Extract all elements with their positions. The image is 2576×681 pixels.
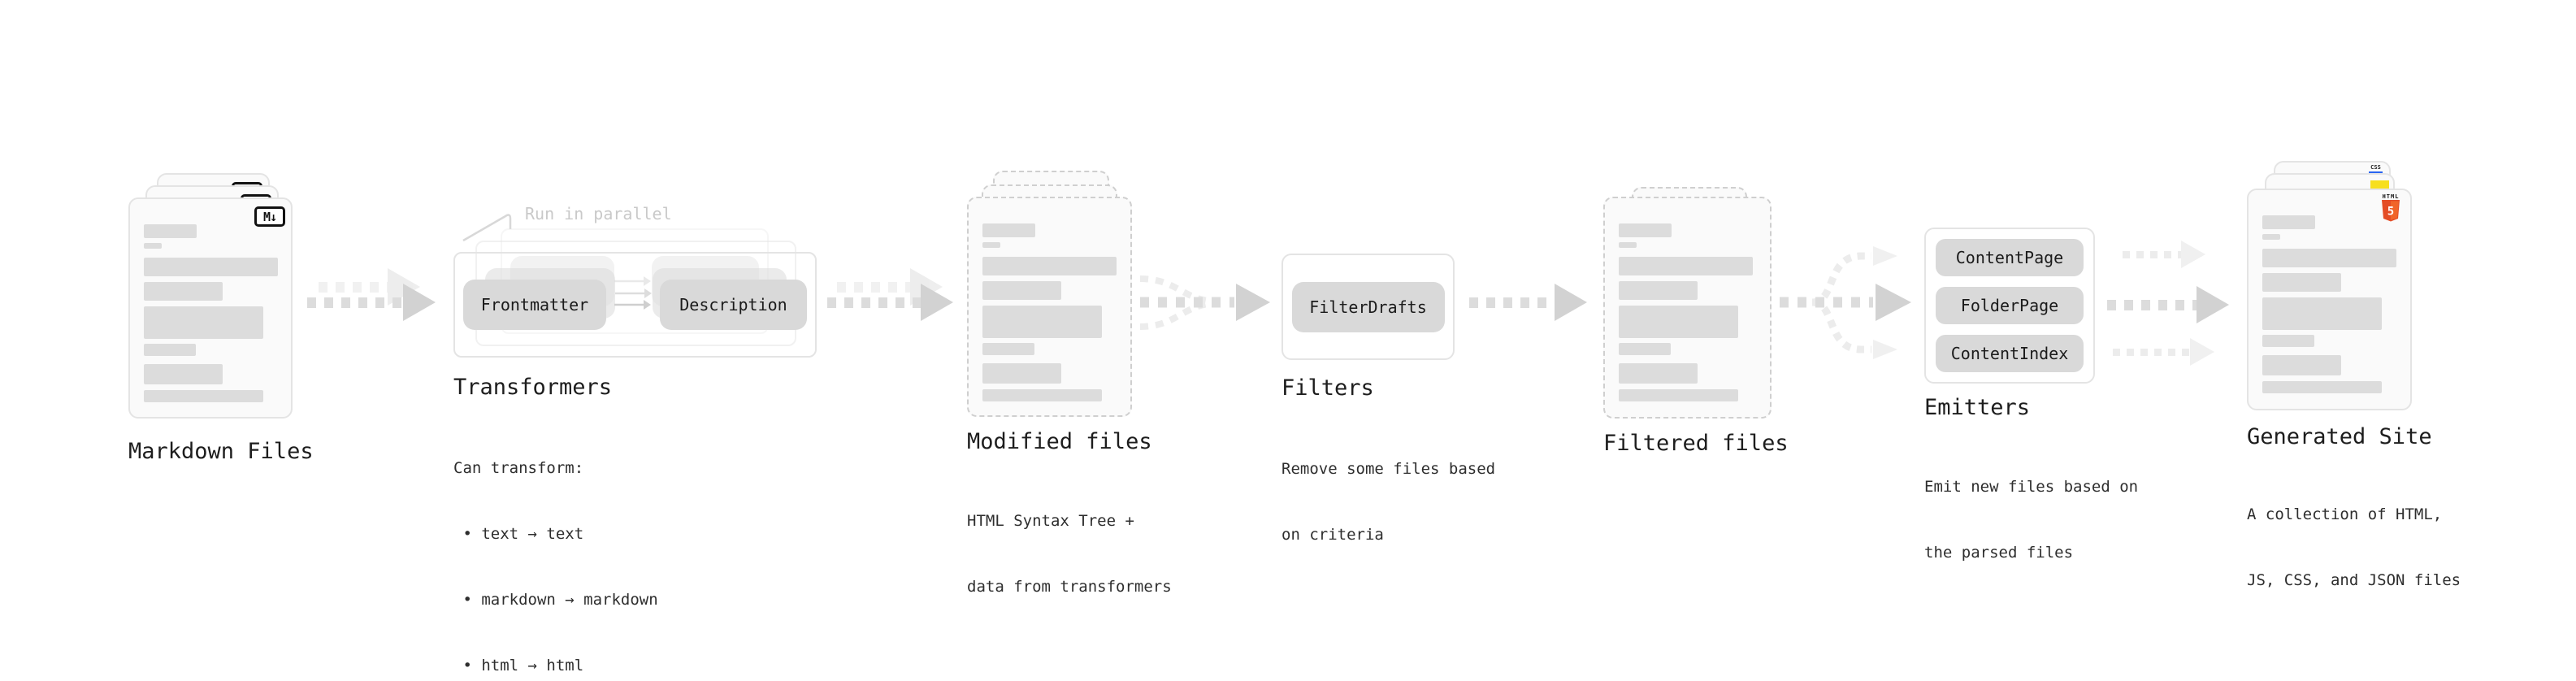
skeleton-line	[2262, 249, 2396, 267]
html5-icon-label: HTML	[2382, 193, 2400, 200]
stage-title-emitters: Emitters	[1924, 395, 2031, 420]
desc-line: Remove some files based	[1281, 460, 1496, 478]
folderpage-emitter: FolderPage	[1936, 287, 2084, 324]
frontmatter-transformer: Frontmatter	[463, 280, 606, 330]
skeleton-line	[2262, 273, 2341, 292]
stage-desc-modified-files: HTML Syntax Tree + data from transformer…	[967, 466, 1172, 642]
desc-line: • html → html	[453, 657, 584, 674]
skeleton-line	[1619, 306, 1738, 338]
flow-arrow	[307, 284, 436, 321]
stage-title-transformers: Transformers	[453, 375, 613, 400]
css-icon-label: CSS	[2370, 164, 2381, 171]
desc-line: HTML Syntax Tree +	[967, 512, 1134, 530]
stage-desc-emitters: Emit new files based on the parsed files	[1924, 432, 2138, 608]
stage-desc-generated-site: A collection of HTML, JS, CSS, and JSON …	[2247, 460, 2461, 635]
skeleton-line	[144, 258, 278, 276]
filters-box: FilterDrafts	[1281, 254, 1455, 360]
desc-line: on criteria	[1281, 526, 1384, 544]
stage-title-generated-site: Generated Site	[2247, 424, 2432, 449]
description-transformer: Description	[660, 280, 807, 330]
small-arrow-icon	[614, 276, 652, 286]
skeleton-line	[1619, 242, 1637, 248]
stage-desc-filters: Remove some files based on criteria	[1281, 414, 1495, 590]
skeleton-line	[982, 363, 1061, 384]
flow-arrow	[827, 284, 953, 321]
file-card: M↓	[128, 197, 293, 419]
file-card: HTML 5	[2247, 189, 2412, 410]
skeleton-line	[144, 282, 223, 301]
stage-desc-transformers: Can transform: • text → text • markdown …	[453, 414, 658, 681]
skeleton-line	[982, 389, 1102, 401]
html5-shield-icon: 5	[2382, 200, 2400, 222]
desc-line: JS, CSS, and JSON files	[2247, 571, 2461, 589]
stage-title-modified-files: Modified files	[967, 429, 1152, 454]
skeleton-line	[144, 224, 197, 238]
merge-arrows	[1139, 275, 1270, 330]
skeleton-line	[2262, 234, 2280, 240]
desc-line: Can transform:	[453, 459, 584, 477]
skeleton-line	[982, 242, 1000, 248]
skeleton-line	[1619, 223, 1672, 237]
desc-line: A collection of HTML,	[2247, 505, 2443, 523]
skeleton-line	[144, 306, 263, 339]
skeleton-line	[1619, 363, 1698, 384]
flow-arrow-light	[2123, 241, 2205, 268]
desc-line: data from transformers	[967, 578, 1172, 596]
skeleton-line	[1619, 281, 1698, 300]
file-card	[1603, 197, 1772, 419]
desc-line: • text → text	[453, 525, 584, 543]
skeleton-line	[982, 281, 1061, 300]
skeleton-line	[144, 344, 196, 356]
filterdrafts-filter: FilterDrafts	[1291, 281, 1445, 332]
desc-line: • markdown → markdown	[453, 591, 658, 609]
flow-arrow-light	[2113, 338, 2214, 366]
transformer-panel: Frontmatter Description	[453, 252, 817, 358]
html5-icon: HTML 5	[2381, 193, 2400, 225]
flow-arrow	[1469, 284, 1587, 321]
skeleton-line	[2262, 297, 2382, 330]
svg-text:5: 5	[2387, 206, 2394, 219]
file-card	[967, 197, 1132, 417]
stage-title-filtered-files: Filtered files	[1603, 431, 1789, 456]
markdown-icon: M↓	[254, 206, 285, 227]
fork-arrows	[1780, 246, 1911, 359]
css-icon-underline	[2369, 171, 2383, 174]
skeleton-line	[2262, 215, 2315, 229]
stage-title-markdown-files: Markdown Files	[128, 439, 314, 464]
skeleton-line	[144, 390, 263, 402]
small-arrow-icon	[615, 288, 653, 298]
note-leader-line	[462, 214, 512, 242]
skeleton-line	[982, 343, 1034, 355]
contentindex-emitter: ContentIndex	[1936, 335, 2084, 372]
skeleton-line	[144, 243, 162, 249]
skeleton-line	[1619, 257, 1753, 275]
contentpage-emitter: ContentPage	[1936, 239, 2084, 276]
stage-title-filters: Filters	[1281, 375, 1374, 401]
desc-line: Emit new files based on	[1924, 478, 2139, 496]
skeleton-line	[2262, 335, 2314, 347]
skeleton-line	[1619, 389, 1738, 401]
skeleton-line	[2262, 381, 2382, 393]
skeleton-line	[144, 364, 223, 384]
skeleton-line	[982, 257, 1117, 275]
skeleton-line	[2262, 355, 2341, 375]
skeleton-line	[982, 223, 1035, 237]
desc-line: the parsed files	[1924, 544, 2074, 562]
skeleton-line	[1619, 343, 1671, 355]
run-in-parallel-note: Run in parallel	[525, 204, 672, 223]
flow-arrow	[2107, 286, 2229, 323]
emitters-box: ContentPage FolderPage ContentIndex	[1924, 228, 2095, 384]
skeleton-line	[982, 306, 1102, 338]
small-arrow-icon	[614, 300, 651, 310]
css-icon: CSS	[2369, 165, 2383, 174]
